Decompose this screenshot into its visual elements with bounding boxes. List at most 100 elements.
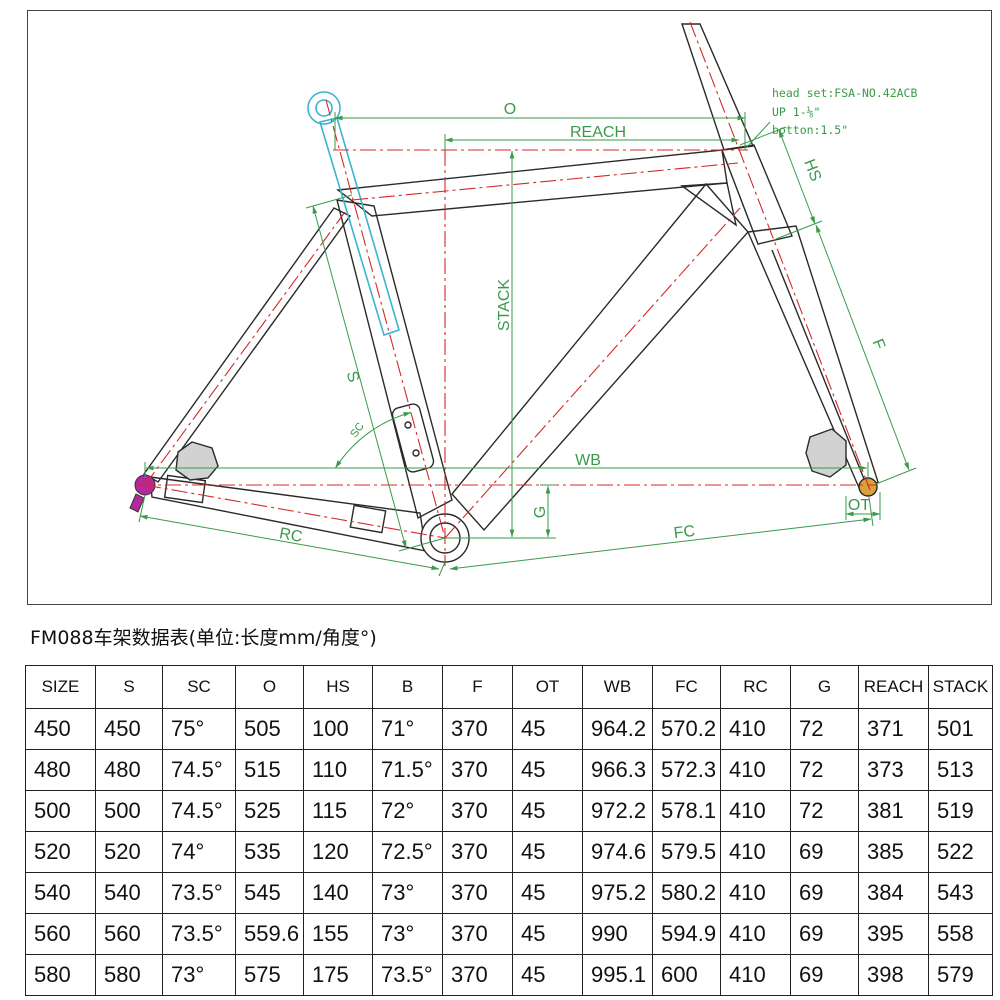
cell-size: 540 — [25, 872, 96, 914]
cell-wb: 972.2 — [582, 790, 653, 832]
column-header-o: O — [235, 665, 304, 709]
cell-f: 370 — [442, 790, 513, 832]
cell-s: 500 — [95, 790, 163, 832]
headset-note-line1: head set:FSA-NO.42ACB — [772, 86, 917, 100]
cell-hs: 100 — [303, 708, 373, 750]
cell-g: 72 — [790, 790, 859, 832]
cell-reach: 395 — [858, 913, 929, 955]
headset-leader-line — [745, 121, 771, 149]
o-label: O — [504, 101, 516, 118]
s-dimension-line — [312, 205, 407, 549]
cell-wb: 990 — [582, 913, 653, 955]
down-tube — [451, 182, 749, 532]
cell-stack: 543 — [928, 872, 993, 914]
cell-size: 580 — [25, 954, 96, 996]
front-dropout — [858, 477, 878, 497]
cell-o: 535 — [235, 831, 304, 873]
cell-hs: 155 — [303, 913, 373, 955]
cell-reach: 381 — [858, 790, 929, 832]
cell-rc: 410 — [720, 831, 791, 873]
f-dimension-line — [815, 224, 910, 471]
cell-fc: 580.2 — [652, 872, 721, 914]
drawing-border — [27, 10, 992, 605]
fc-dimension-line — [449, 517, 872, 571]
cell-sc: 74.5° — [162, 790, 236, 832]
cell-s: 540 — [95, 872, 163, 914]
cell-ot: 45 — [512, 790, 583, 832]
ot-label: OT — [848, 497, 870, 514]
cell-g: 69 — [790, 872, 859, 914]
sc-label: SC — [348, 421, 367, 440]
cell-rc: 410 — [720, 708, 791, 750]
table-caption: FM088车架数据表(单位:长度mm/角度°) — [30, 627, 377, 649]
cell-wb: 974.6 — [582, 831, 653, 873]
bottle-bolt-bottom — [412, 449, 420, 457]
s-extension-top — [305, 194, 353, 209]
cell-size: 560 — [25, 913, 96, 955]
cell-wb: 975.2 — [582, 872, 653, 914]
cell-b: 71.5° — [372, 749, 443, 791]
stack-label: STACK — [496, 279, 513, 331]
rc-label: RC — [278, 525, 304, 546]
rc-dimension-line — [139, 514, 440, 571]
cell-g: 69 — [790, 913, 859, 955]
cell-ot: 45 — [512, 913, 583, 955]
steerer-extension — [681, 23, 755, 151]
cell-fc: 570.2 — [652, 708, 721, 750]
cell-o: 575 — [235, 954, 304, 996]
front-brake-caliper — [805, 428, 847, 478]
cell-hs: 110 — [303, 749, 373, 791]
column-header-f: F — [442, 665, 513, 709]
cell-sc: 73.5° — [162, 913, 236, 955]
cell-fc: 578.1 — [652, 790, 721, 832]
cell-rc: 410 — [720, 872, 791, 914]
cell-f: 370 — [442, 913, 513, 955]
seatpost — [307, 91, 400, 337]
cell-rc: 410 — [720, 790, 791, 832]
cell-hs: 120 — [303, 831, 373, 873]
cell-reach: 398 — [858, 954, 929, 996]
cell-ot: 45 — [512, 749, 583, 791]
cell-sc: 73.5° — [162, 872, 236, 914]
cell-stack: 579 — [928, 954, 993, 996]
cell-size: 450 — [25, 708, 96, 750]
rc-extension-right — [438, 561, 446, 577]
cell-f: 370 — [442, 954, 513, 996]
fc-extension-right — [868, 496, 874, 527]
cell-s: 450 — [95, 708, 163, 750]
cell-stack: 558 — [928, 913, 993, 955]
cell-fc: 600 — [652, 954, 721, 996]
cell-hs: 140 — [303, 872, 373, 914]
cell-hs: 175 — [303, 954, 373, 996]
cell-fc: 579.5 — [652, 831, 721, 873]
cell-s: 520 — [95, 831, 163, 873]
cell-reach: 384 — [858, 872, 929, 914]
cell-hs: 115 — [303, 790, 373, 832]
cell-rc: 410 — [720, 954, 791, 996]
cell-b: 72° — [372, 790, 443, 832]
cell-stack: 519 — [928, 790, 993, 832]
hs-extension-top — [739, 126, 787, 146]
cell-sc: 75° — [162, 708, 236, 750]
cell-ot: 45 — [512, 831, 583, 873]
g-label: G — [532, 506, 549, 518]
hs-dimension-line — [778, 129, 816, 225]
cell-b: 73.5° — [372, 954, 443, 996]
saddle-clamp-inner — [315, 99, 333, 117]
cell-wb: 964.2 — [582, 708, 653, 750]
cell-stack: 501 — [928, 708, 993, 750]
column-header-reach: REACH — [858, 665, 929, 709]
cell-fc: 594.9 — [652, 913, 721, 955]
column-header-rc: RC — [720, 665, 791, 709]
cell-wb: 995.1 — [582, 954, 653, 996]
top-tube — [336, 149, 728, 217]
derailleur-hanger — [129, 493, 145, 513]
